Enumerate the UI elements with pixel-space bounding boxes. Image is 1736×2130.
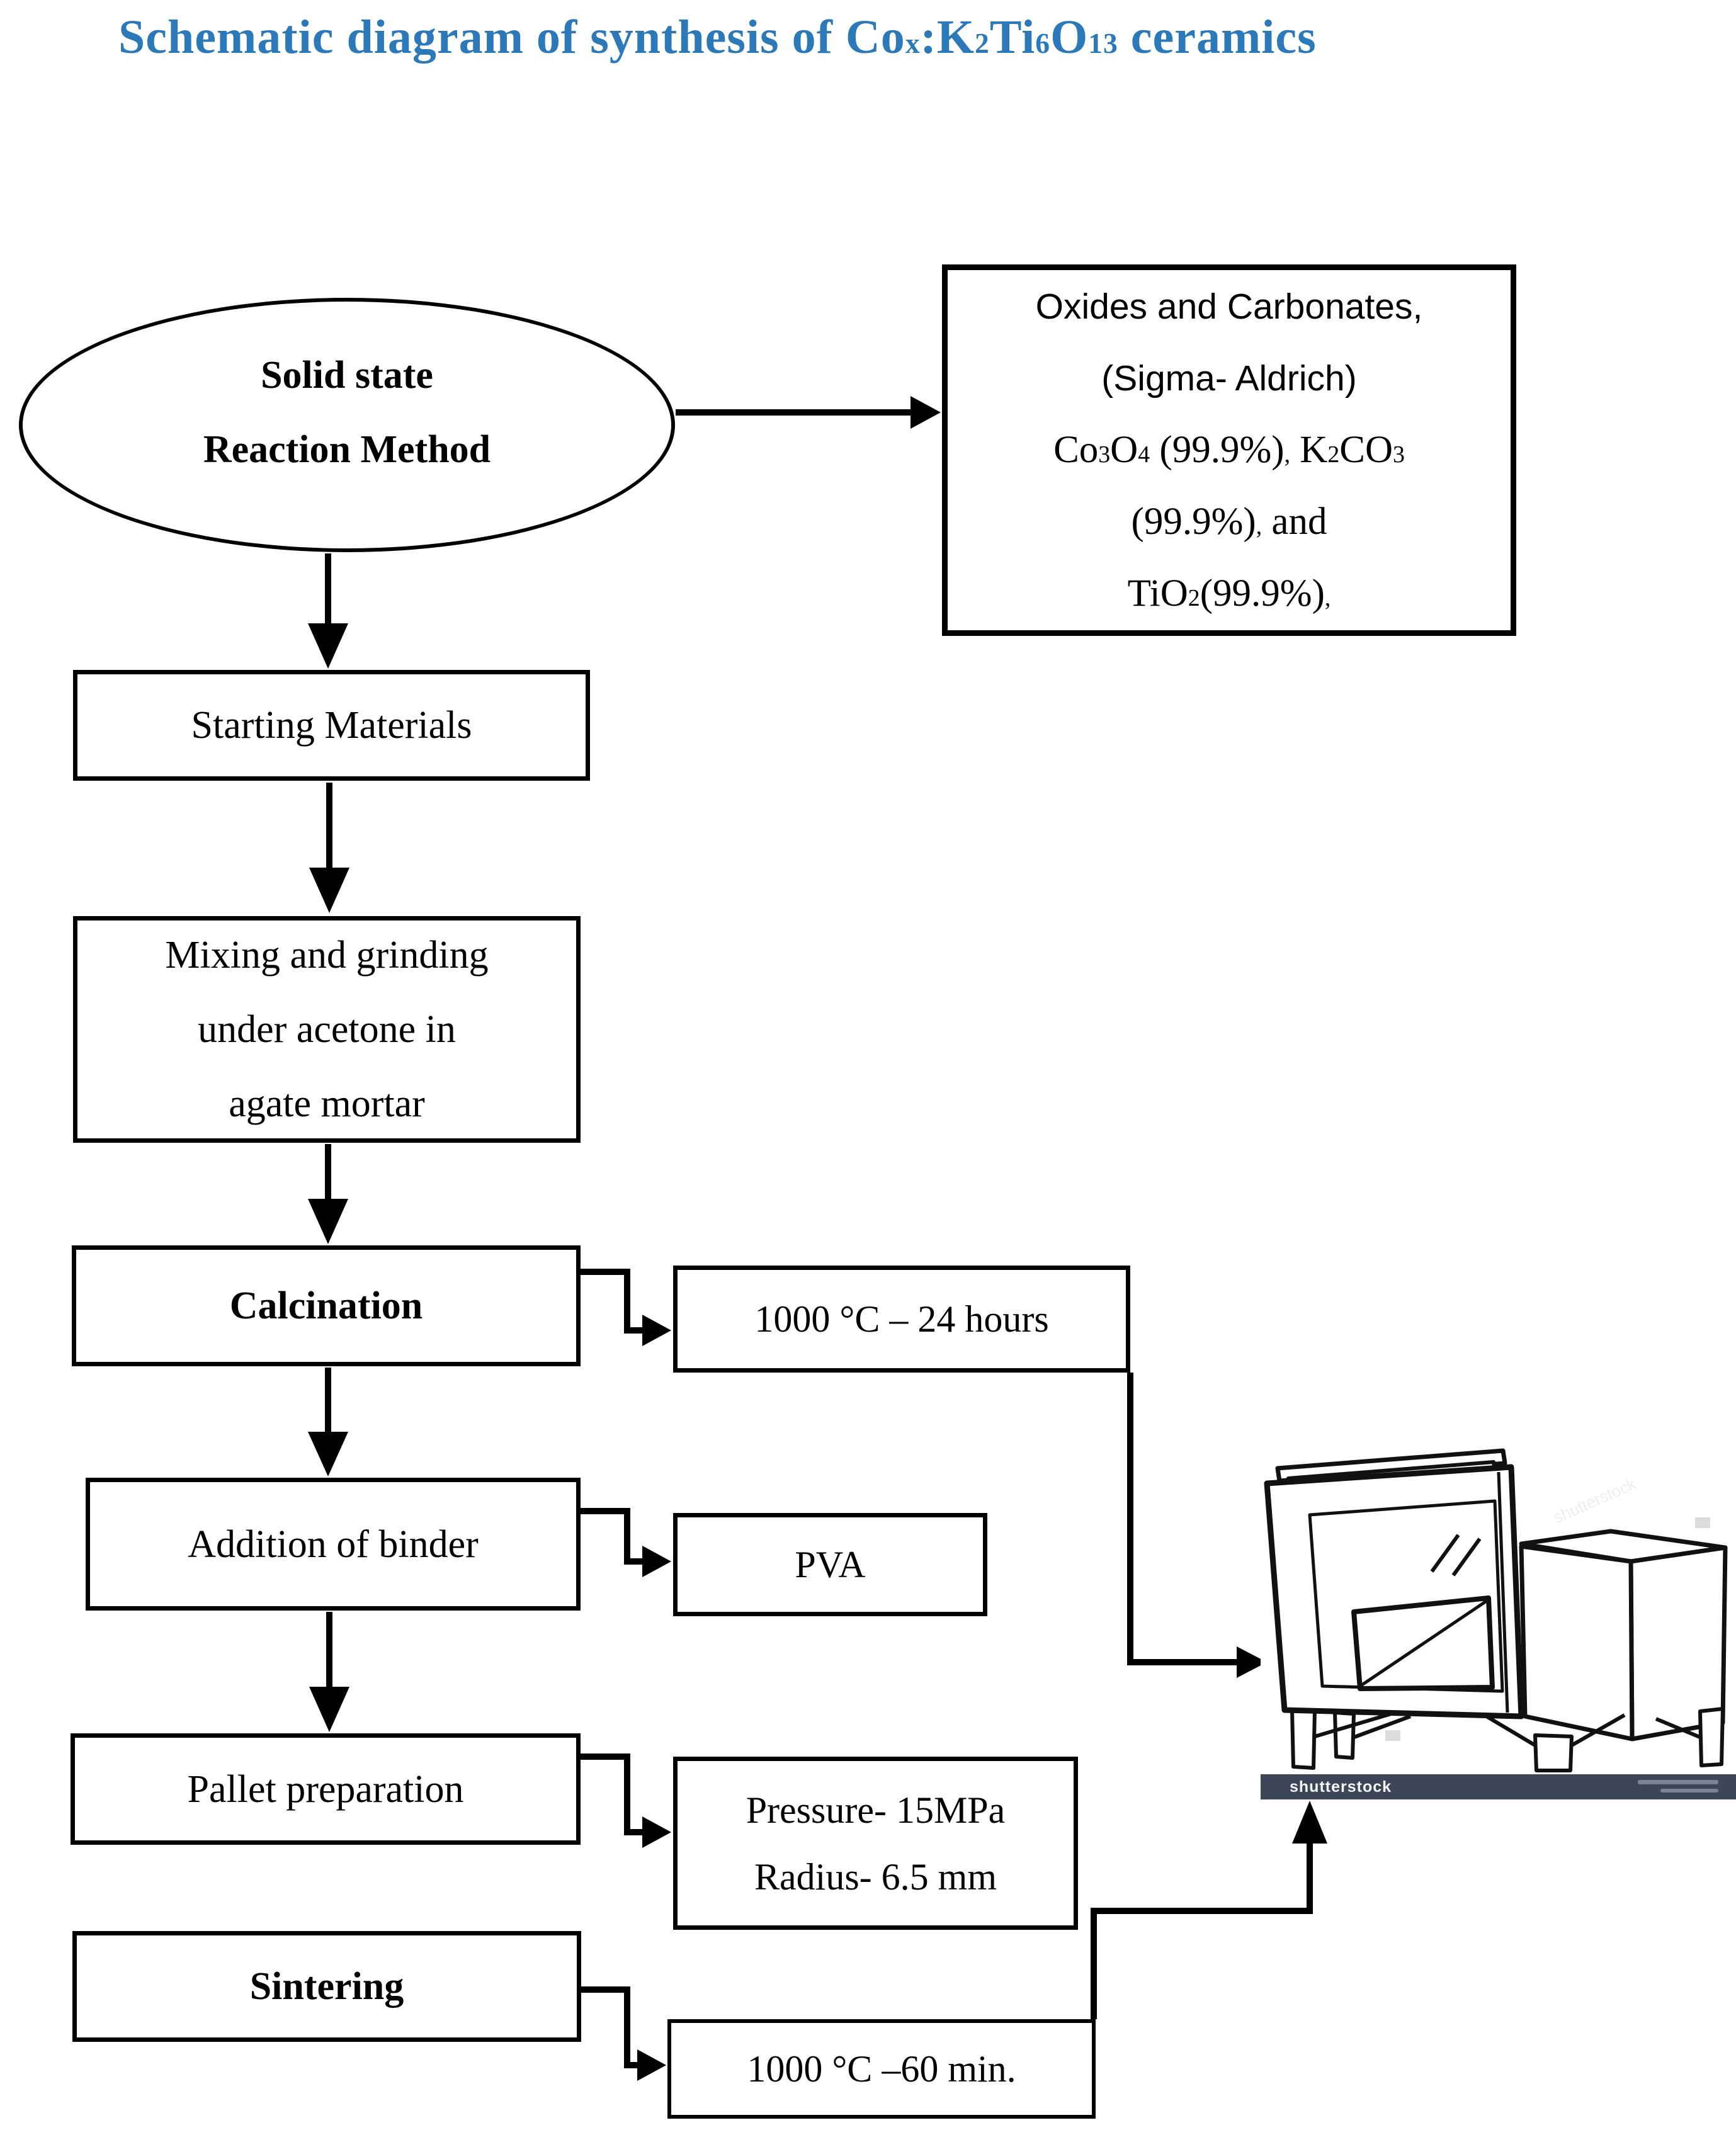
arrowhead-down-calcination — [308, 1199, 348, 1244]
connector-calc-cond-to-furnace — [1127, 1373, 1238, 1665]
node-label-line: Solid state — [261, 354, 433, 397]
arrowhead-right-materials — [911, 396, 941, 429]
node-label-line: Pressure- 15MPa — [746, 1789, 1006, 1831]
arrowhead-right-pallet-cond — [642, 1816, 671, 1848]
node-solid-state-reaction-method: Solid state Reaction Method — [19, 298, 675, 552]
arrowhead-right-sinter-cond — [637, 2049, 666, 2081]
node-label-line: Oxides and Carbonates, — [1035, 286, 1423, 327]
arrowhead-down-pallet — [309, 1687, 349, 1732]
stock-photo-meta-line — [1638, 1780, 1718, 1784]
arrowhead-up-furnace — [1292, 1801, 1327, 1844]
node-label: Calcination — [229, 1284, 423, 1327]
node-label: PVA — [795, 1544, 866, 1585]
node-label-line: agate mortar — [229, 1082, 425, 1125]
node-pallet-preparation: Pallet preparation — [71, 1733, 581, 1845]
node-label-line: TiO2(99.9%), — [1127, 572, 1331, 615]
elbow-binder-condition — [581, 1508, 644, 1565]
node-label-line: (99.9%), and — [1131, 501, 1327, 543]
arrowhead-right-furnace — [1237, 1646, 1267, 1678]
node-addition-of-binder: Addition of binder — [86, 1478, 581, 1611]
stock-photo-bar: shutterstock — [1261, 1774, 1736, 1799]
node-label-line: Mixing and grinding — [165, 934, 489, 977]
node-oxides-carbonates: Oxides and Carbonates, (Sigma- Aldrich) … — [942, 264, 1516, 636]
node-label: Starting Materials — [191, 704, 472, 747]
node-label-line: under acetone in — [198, 1008, 456, 1051]
node-pva: PVA — [673, 1513, 987, 1616]
connector-sinter-cond-to-furnace — [1091, 1844, 1313, 2019]
furnace-image: shutterstock shutterstock shutterstock — [1261, 1442, 1736, 1799]
node-label-line: Reaction Method — [203, 428, 491, 471]
arrowhead-down-mixing — [309, 868, 349, 913]
node-mixing-grinding: Mixing and grinding under acetone in aga… — [73, 916, 581, 1143]
node-label: 1000 °C –60 min. — [747, 2048, 1016, 2090]
page-title: Schematic diagram of synthesis of Cox:K2… — [118, 11, 1317, 64]
node-sintering: Sintering — [72, 1931, 581, 2042]
arrowhead-down-starting — [308, 623, 348, 669]
elbow-calcination-condition — [581, 1269, 644, 1334]
node-label: Addition of binder — [188, 1523, 479, 1566]
node-calcination: Calcination — [72, 1245, 581, 1366]
node-calcination-condition: 1000 °C – 24 hours — [673, 1266, 1130, 1373]
node-pallet-condition: Pressure- 15MPa Radius- 6.5 mm — [673, 1757, 1078, 1930]
node-starting-materials: Starting Materials — [73, 670, 590, 781]
elbow-pallet-condition — [581, 1753, 644, 1835]
arrowhead-down-binder — [308, 1432, 348, 1476]
node-label: 1000 °C – 24 hours — [754, 1298, 1049, 1340]
node-label-line: (Sigma- Aldrich) — [1101, 358, 1357, 399]
node-label-line: Co3O4 (99.9%), K2CO3 — [1053, 429, 1405, 471]
shutterstock-logo: shutterstock — [1290, 1777, 1392, 1796]
node-sintering-condition: 1000 °C –60 min. — [667, 2019, 1096, 2119]
furnace-line-art: shutterstock shutterstock shutterstock — [1264, 1448, 1728, 1772]
svg-text:shutterstock: shutterstock — [1550, 1474, 1639, 1527]
node-label: Pallet preparation — [187, 1767, 464, 1811]
stock-photo-meta-line — [1660, 1789, 1718, 1793]
arrowhead-right-calc-cond — [642, 1315, 671, 1346]
arrowhead-right-binder-cond — [642, 1546, 671, 1577]
node-label: Sintering — [249, 1965, 404, 2008]
node-label-line: Radius- 6.5 mm — [754, 1855, 997, 1898]
elbow-sintering-condition — [581, 1986, 638, 2068]
